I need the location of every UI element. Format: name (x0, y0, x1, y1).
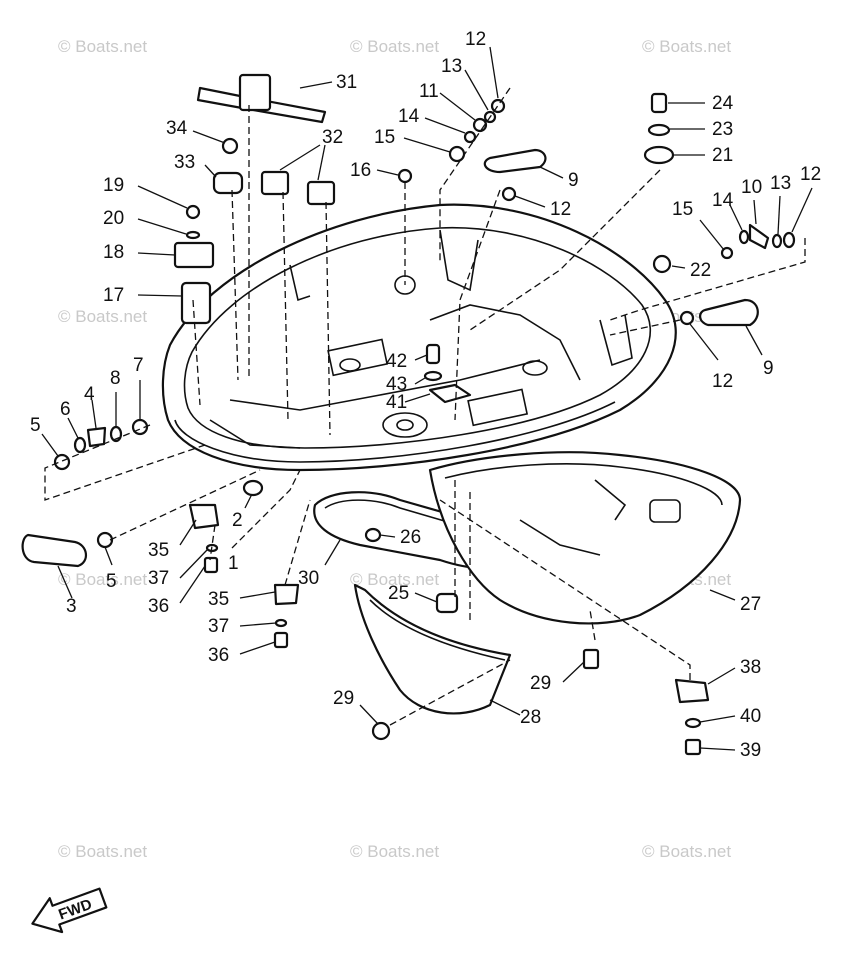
callout-14: 14 (398, 106, 420, 127)
callout-5: 5 (106, 571, 117, 592)
callout-12: 12 (550, 199, 571, 220)
callout-9: 9 (763, 358, 774, 379)
callout-42: 42 (386, 351, 407, 372)
callout-24: 24 (712, 93, 734, 114)
callout-12: 12 (800, 164, 821, 185)
leader-lines (41, 46, 813, 751)
callout-14: 14 (712, 190, 734, 211)
callout-19: 19 (103, 175, 124, 196)
callout-12: 12 (712, 371, 733, 392)
callout-13: 13 (770, 173, 791, 194)
callout-36: 36 (208, 645, 229, 666)
callout-22: 22 (690, 260, 711, 281)
callout-12: 12 (465, 29, 486, 50)
callout-3: 3 (66, 596, 77, 617)
callout-41: 41 (386, 392, 407, 413)
callout-35: 35 (208, 589, 229, 610)
callout-27: 27 (740, 594, 761, 615)
callout-1: 1 (228, 553, 239, 574)
small-parts (21, 73, 796, 756)
callout-labels: 12 13 11 14 15 16 31 34 33 32 19 20 18 1… (30, 29, 821, 761)
callout-29: 29 (530, 673, 551, 694)
callout-7: 7 (133, 355, 144, 376)
assembly-lines (44, 87, 806, 726)
callout-15: 15 (672, 199, 693, 220)
watermark: © Boats.net (58, 307, 147, 326)
callout-39: 39 (740, 740, 761, 761)
callout-20: 20 (103, 208, 124, 229)
callout-17: 17 (103, 285, 124, 306)
callout-11: 11 (419, 81, 439, 102)
watermark: © Boats.net (58, 37, 147, 56)
callout-6: 6 (60, 399, 71, 420)
callout-36: 36 (148, 596, 169, 617)
lower-cover (428, 451, 742, 625)
callout-37: 37 (148, 568, 169, 589)
watermark: © Boats.net (350, 37, 439, 56)
callout-30: 30 (298, 568, 319, 589)
watermark: © Boats.net (58, 842, 147, 861)
callout-43: 43 (386, 374, 407, 395)
callout-31: 31 (336, 72, 357, 93)
callout-37: 37 (208, 616, 229, 637)
callout-9: 9 (568, 170, 579, 191)
lower-pan (353, 583, 512, 715)
watermark: © Boats.net (350, 570, 439, 589)
callout-10: 10 (741, 177, 762, 198)
callout-4: 4 (84, 384, 95, 405)
watermark: © Boats.net (350, 842, 439, 861)
callout-38: 38 (740, 657, 761, 678)
bottom-cowling (161, 203, 677, 472)
callout-25: 25 (388, 583, 409, 604)
callout-5: 5 (30, 415, 41, 436)
callout-26: 26 (400, 527, 421, 548)
forward-direction-arrow: FWD (31, 887, 108, 934)
callout-18: 18 (103, 242, 124, 263)
callout-35: 35 (148, 540, 169, 561)
callout-34: 34 (166, 118, 188, 139)
callout-21: 21 (712, 145, 733, 166)
callout-13: 13 (441, 56, 462, 77)
callout-40: 40 (740, 706, 761, 727)
callout-23: 23 (712, 119, 733, 140)
watermark: © Boats.net (642, 37, 731, 56)
callout-15: 15 (374, 127, 395, 148)
callout-33: 33 (174, 152, 195, 173)
callout-29: 29 (333, 688, 354, 709)
callout-8: 8 (110, 368, 121, 389)
callout-28: 28 (520, 707, 541, 728)
watermark: © Boats.net (58, 570, 147, 589)
callout-16: 16 (350, 160, 371, 181)
callout-32: 32 (322, 127, 343, 148)
callout-2: 2 (232, 510, 243, 531)
watermark: © Boats.net (642, 842, 731, 861)
